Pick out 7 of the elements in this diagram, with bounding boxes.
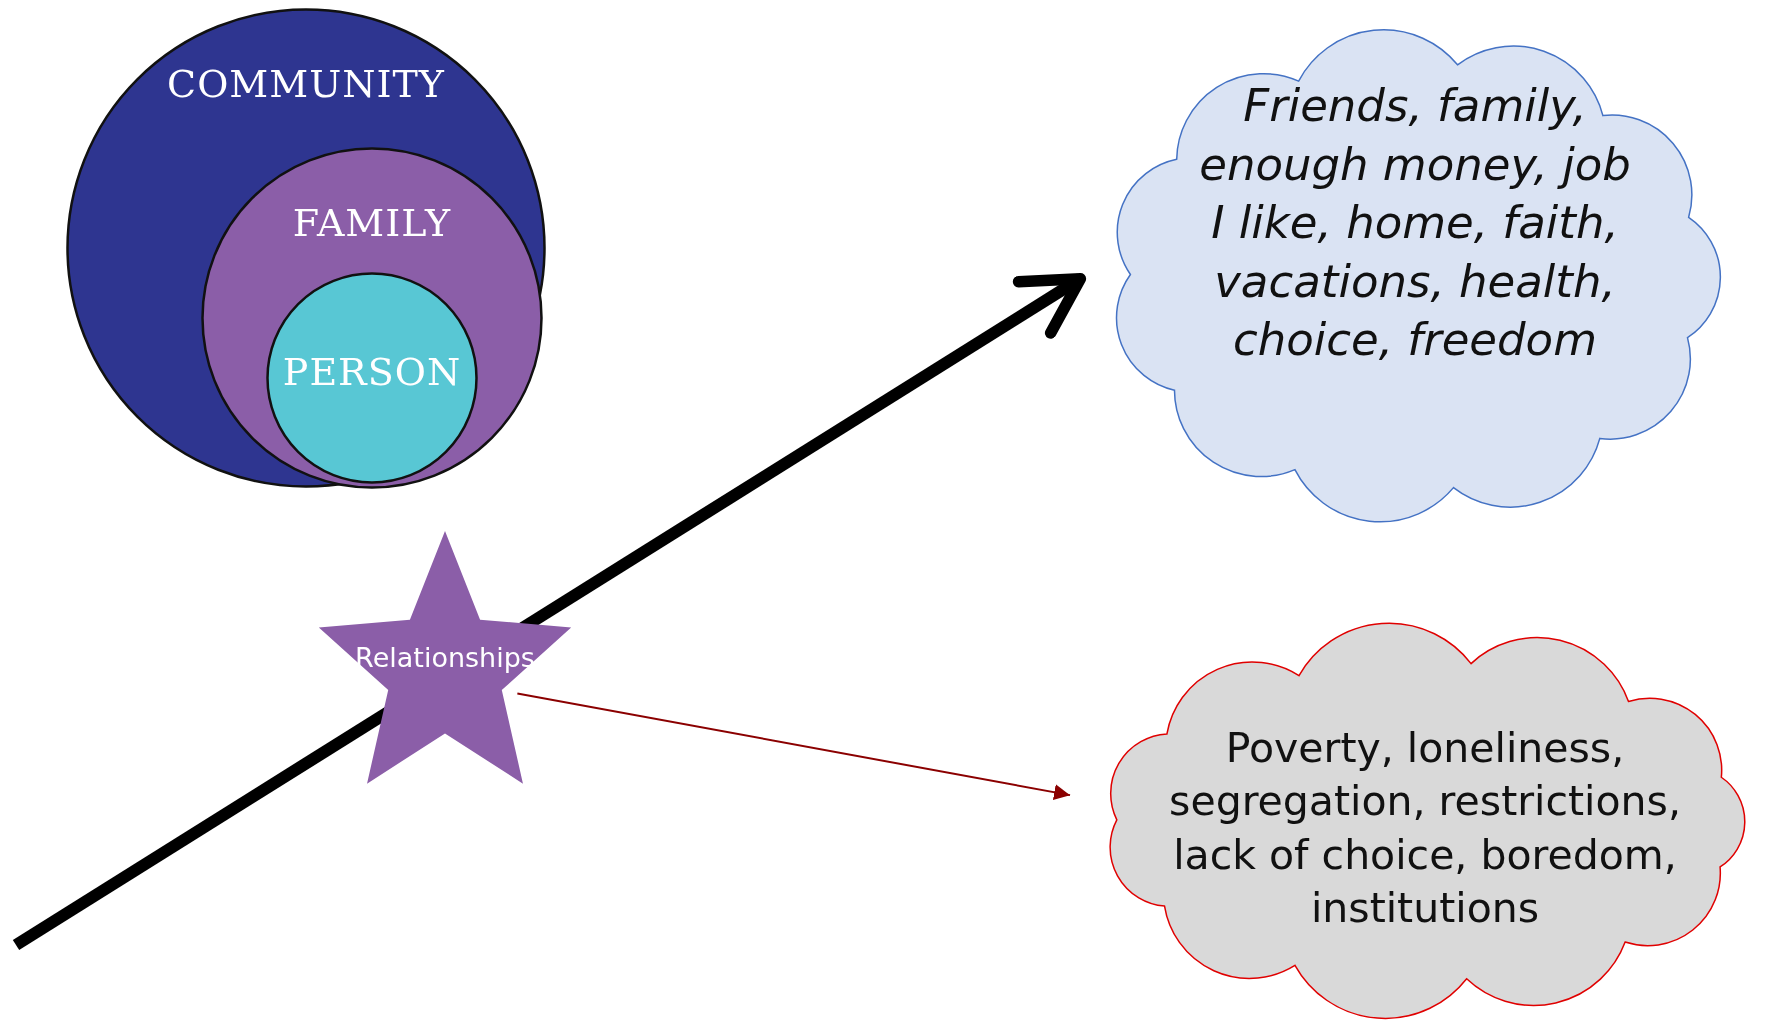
arrow	[516, 692, 1072, 801]
cloud-text: Friends, family, enough money, job I like, home, faith, vacations, health, choice, freedom	[1198, 78, 1632, 368]
circle-label: FAMILY	[291, 200, 453, 247]
cloud-text: Poverty, loneliness, segregation, restrictions, lack of choice, boredom, institutions	[1168, 723, 1682, 934]
circle-label: PERSON	[281, 349, 463, 396]
circle-label: COMMUNITY	[166, 61, 446, 108]
star-label: Relationships	[354, 641, 536, 675]
